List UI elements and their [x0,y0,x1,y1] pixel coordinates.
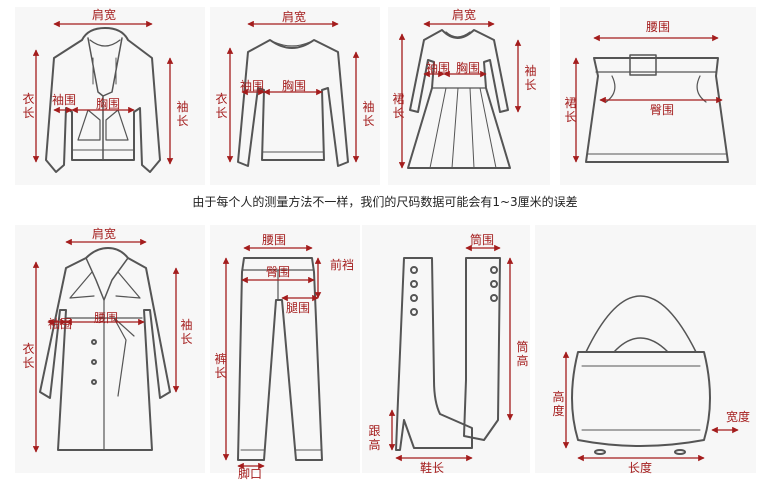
label-hoodie-sleeve: 袖围 [52,94,76,107]
label-handbag-height: 高度 [552,390,565,418]
label-top-length: 衣长 [215,92,228,120]
measurement-lines [36,24,738,466]
label-dress-sleeve-length: 袖长 [524,64,537,92]
label-trousers-hip: 臀围 [266,266,290,279]
label-hoodie-length: 衣长 [22,92,35,120]
label-hoodie-chest: 胸围 [96,98,120,111]
label-dress-sleeve: 袖围 [426,62,450,75]
label-top-shoulder: 肩宽 [282,11,306,24]
label-coat-length: 衣长 [22,342,35,370]
label-top-chest: 胸围 [282,80,306,93]
label-coat-sleeve: 袖围 [48,318,72,331]
handbag-figure [572,296,710,454]
label-boots-shaft-circ: 筒围 [470,234,494,247]
label-skirt-hip: 臀围 [650,104,674,117]
label-handbag-width: 宽度 [726,410,750,424]
label-handbag-length: 长度 [628,462,652,475]
label-hoodie-sleeve-length: 袖长 [176,100,189,128]
label-coat-sleeve-length: 袖长 [180,318,193,346]
label-skirt-length: 裙长 [564,96,577,124]
label-dress-length: 裙长 [392,92,405,120]
dress-figure [408,30,510,168]
label-top-sleeve: 袖围 [240,80,264,93]
label-trousers-hem: 脚口 [238,468,262,481]
coat-figure [40,248,170,450]
label-boots-heel: 跟高 [368,424,381,452]
label-trousers-length: 裤长 [214,352,227,380]
label-skirt-waist: 腰围 [646,21,670,34]
label-boots-shaft-height: 筒高 [516,340,529,368]
measurement-note: 由于每个人的测量方法不一样，我们的尺码数据可能会有1~3厘米的误差 [0,193,770,210]
trousers-figure [238,258,322,460]
boots-figure [396,258,500,450]
label-hoodie-shoulder: 肩宽 [92,9,116,22]
label-top-sleeve-length: 袖长 [362,100,375,128]
long-sleeve-top-figure [238,40,348,166]
label-dress-shoulder: 肩宽 [452,9,476,22]
label-coat-shoulder: 肩宽 [92,228,116,241]
label-trousers-rise: 前裆 [324,258,360,272]
label-boots-foot: 鞋长 [420,462,444,475]
label-trousers-waist: 腰围 [262,234,286,247]
label-dress-chest: 胸围 [456,62,480,75]
label-trousers-thigh: 腿围 [286,302,310,315]
label-coat-waist: 腰围 [94,312,118,325]
